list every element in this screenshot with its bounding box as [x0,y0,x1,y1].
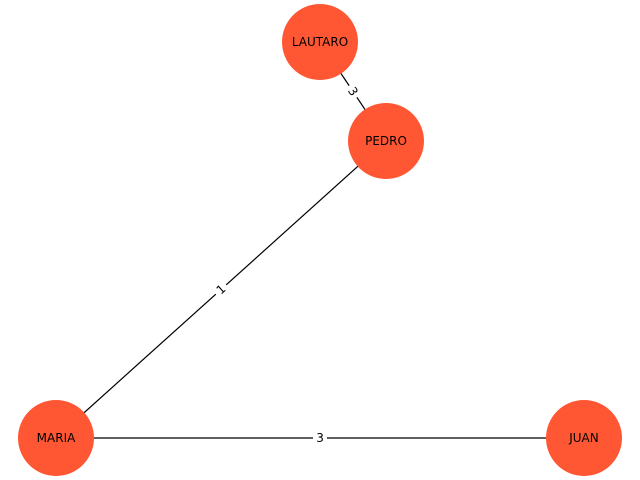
node-lautaro [282,4,358,80]
edge-weight-label: 3 [316,431,324,445]
edges-layer [55,41,584,439]
node-label-maria: MARIA [37,431,76,445]
node-pedro [348,103,424,179]
edge-label-background [342,81,364,102]
nodes-layer: LAUTARO PEDRO MARIA JUAN [18,4,622,476]
edge-label-group-maria-juan: 3 [313,430,327,446]
node-juan [546,400,622,476]
node-label-pedro: PEDRO [365,134,407,148]
node-label-lautaro: LAUTARO [292,35,348,49]
edge-label-group-lautaro-pedro: 3 [342,81,364,102]
node-maria [18,400,94,476]
edge-labels-layer: 3 1 3 [210,81,364,446]
edge-label-background [210,278,232,301]
edge-label-group-pedro-maria: 1 [210,278,232,301]
edge-label-background [313,430,327,446]
node-label-juan: JUAN [568,431,599,445]
